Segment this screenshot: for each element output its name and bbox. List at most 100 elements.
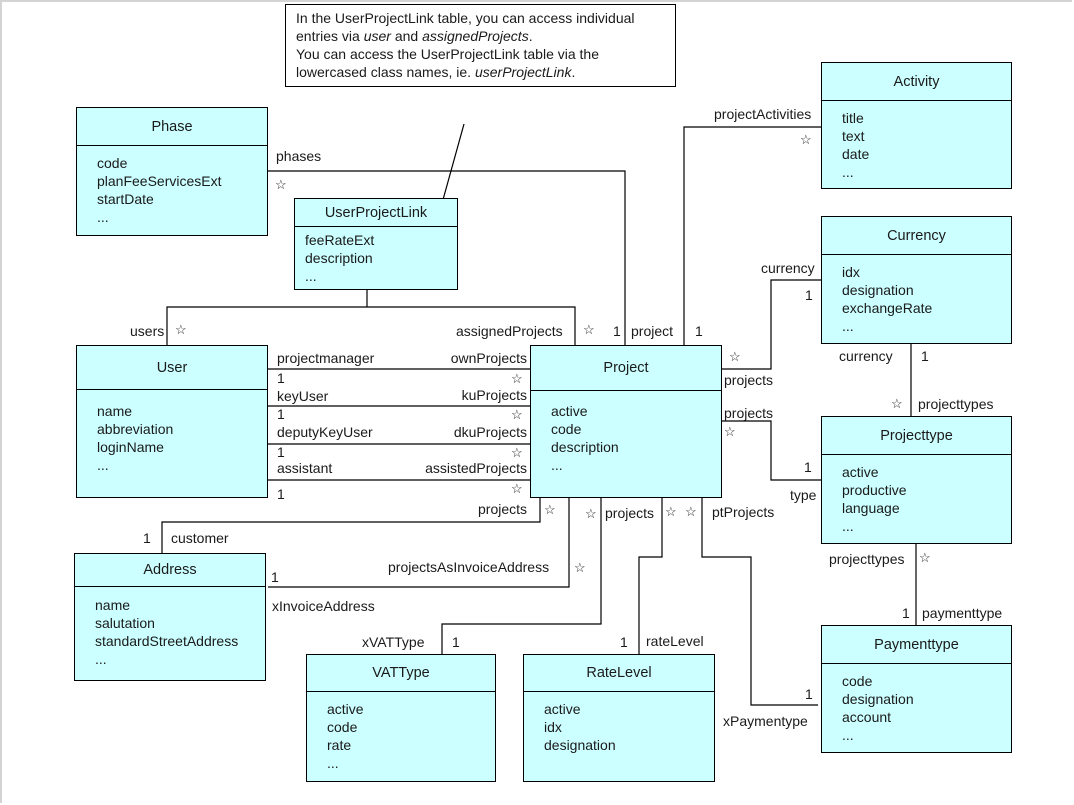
class-attribute: active <box>551 403 588 419</box>
class-attribute: ... <box>842 318 854 334</box>
class-currency[interactable]: Currency idx designation exchangeRate... <box>821 216 1012 344</box>
class-attribute: ... <box>842 518 854 534</box>
multiplicity-one: 1 <box>271 569 279 585</box>
attribute-list: active code rate... <box>307 692 495 772</box>
attribute-list: name abbreviation loginName... <box>77 390 267 474</box>
multiplicity-many-icon: ☆ <box>574 560 586 575</box>
multiplicity-one: 1 <box>277 370 285 386</box>
multiplicity-one: 1 <box>277 406 285 422</box>
multiplicity-one: 1 <box>452 634 460 650</box>
class-attribute: text <box>842 128 865 144</box>
role-xvattype: xVATType <box>362 634 425 650</box>
class-name: Address <box>75 554 265 587</box>
class-attribute: name <box>97 403 133 419</box>
note-line-3: You can access the UserProjectLink table… <box>296 46 599 62</box>
class-attribute: loginName <box>97 439 164 455</box>
class-name: VATType <box>307 655 495 692</box>
role-assistant: assistant <box>277 460 333 476</box>
multiplicity-many-icon: ☆ <box>511 445 523 460</box>
class-attribute: planFeeServicesExt <box>97 173 222 189</box>
class-attribute: designation <box>842 282 914 298</box>
assoc-projecttype-project <box>722 420 821 481</box>
multiplicity-many-icon: ☆ <box>175 322 187 337</box>
class-name: Currency <box>822 217 1011 255</box>
role-projectsasinvoiceaddress: projectsAsInvoiceAddress <box>388 559 550 575</box>
role-ratelevel: rateLevel <box>646 633 704 649</box>
note-line-4: lowercased class names, ie. userProjectL… <box>296 63 665 81</box>
multiplicity-many-icon: ☆ <box>583 322 595 337</box>
class-attribute: code <box>551 421 582 437</box>
class-attribute: ... <box>95 651 107 667</box>
assoc-paymenttype-project <box>701 498 818 706</box>
class-attribute: language <box>842 500 900 516</box>
role-projectmanager: projectmanager <box>277 350 375 366</box>
class-attribute: abbreviation <box>97 421 174 437</box>
assoc-ratelevel <box>638 498 663 654</box>
role-type: type <box>790 487 817 503</box>
class-attribute: rate <box>327 737 352 753</box>
assoc-invoice-address <box>268 498 570 588</box>
assoc-activity-project <box>683 126 821 345</box>
class-attribute: active <box>327 701 364 717</box>
note-text: and <box>390 28 423 44</box>
class-attribute: code <box>97 155 128 171</box>
assoc-currency-project <box>722 279 821 370</box>
class-attribute: ... <box>97 209 109 225</box>
role-project: project <box>631 323 674 339</box>
attribute-list: idx designation exchangeRate... <box>822 255 1011 335</box>
role-customer: customer <box>171 530 229 546</box>
class-attribute: description <box>305 250 373 266</box>
class-attribute: exchangeRate <box>842 300 933 316</box>
note-text: . <box>528 28 533 44</box>
class-attribute: ... <box>97 457 109 473</box>
role-paymenttype: paymenttype <box>922 605 1003 621</box>
multiplicity-many-icon: ☆ <box>724 424 736 439</box>
class-name: Activity <box>822 63 1011 101</box>
multiplicity-many-icon: ☆ <box>665 504 677 519</box>
multiplicity-many-icon: ☆ <box>511 371 523 386</box>
role-deputykeyuser: deputyKeyUser <box>277 424 373 440</box>
class-name: Paymenttype <box>822 626 1011 664</box>
class-attribute: code <box>327 719 358 735</box>
role-projects: projects <box>605 505 655 521</box>
class-attribute: standardStreetAddress <box>95 633 239 649</box>
class-attribute: ... <box>327 755 339 771</box>
role-xpaymentype: xPaymentype <box>723 713 808 729</box>
multiplicity-one: 1 <box>277 486 285 502</box>
role-ownprojects: ownProjects <box>450 350 527 366</box>
class-attribute: idx <box>842 264 860 280</box>
multiplicity-one: 1 <box>277 444 285 460</box>
multiplicity-one: 1 <box>921 348 929 364</box>
class-name: RateLevel <box>524 655 714 692</box>
multiplicity-one: 1 <box>805 287 813 303</box>
class-vattype[interactable]: VATType active code rate... <box>306 654 496 782</box>
class-name: Project <box>531 346 721 391</box>
class-attribute: code <box>842 673 873 689</box>
class-attribute: designation <box>544 737 616 753</box>
multiplicity-one: 1 <box>143 530 151 546</box>
note-text: lowercased class names, ie. <box>296 64 475 80</box>
role-projects: projects <box>478 501 528 517</box>
multiplicity-many-icon: ☆ <box>891 396 903 411</box>
role-projecttypes: projecttypes <box>829 551 905 567</box>
multiplicity-one: 1 <box>902 605 910 621</box>
class-attribute: idx <box>544 719 562 735</box>
role-currency: currency <box>761 260 815 276</box>
